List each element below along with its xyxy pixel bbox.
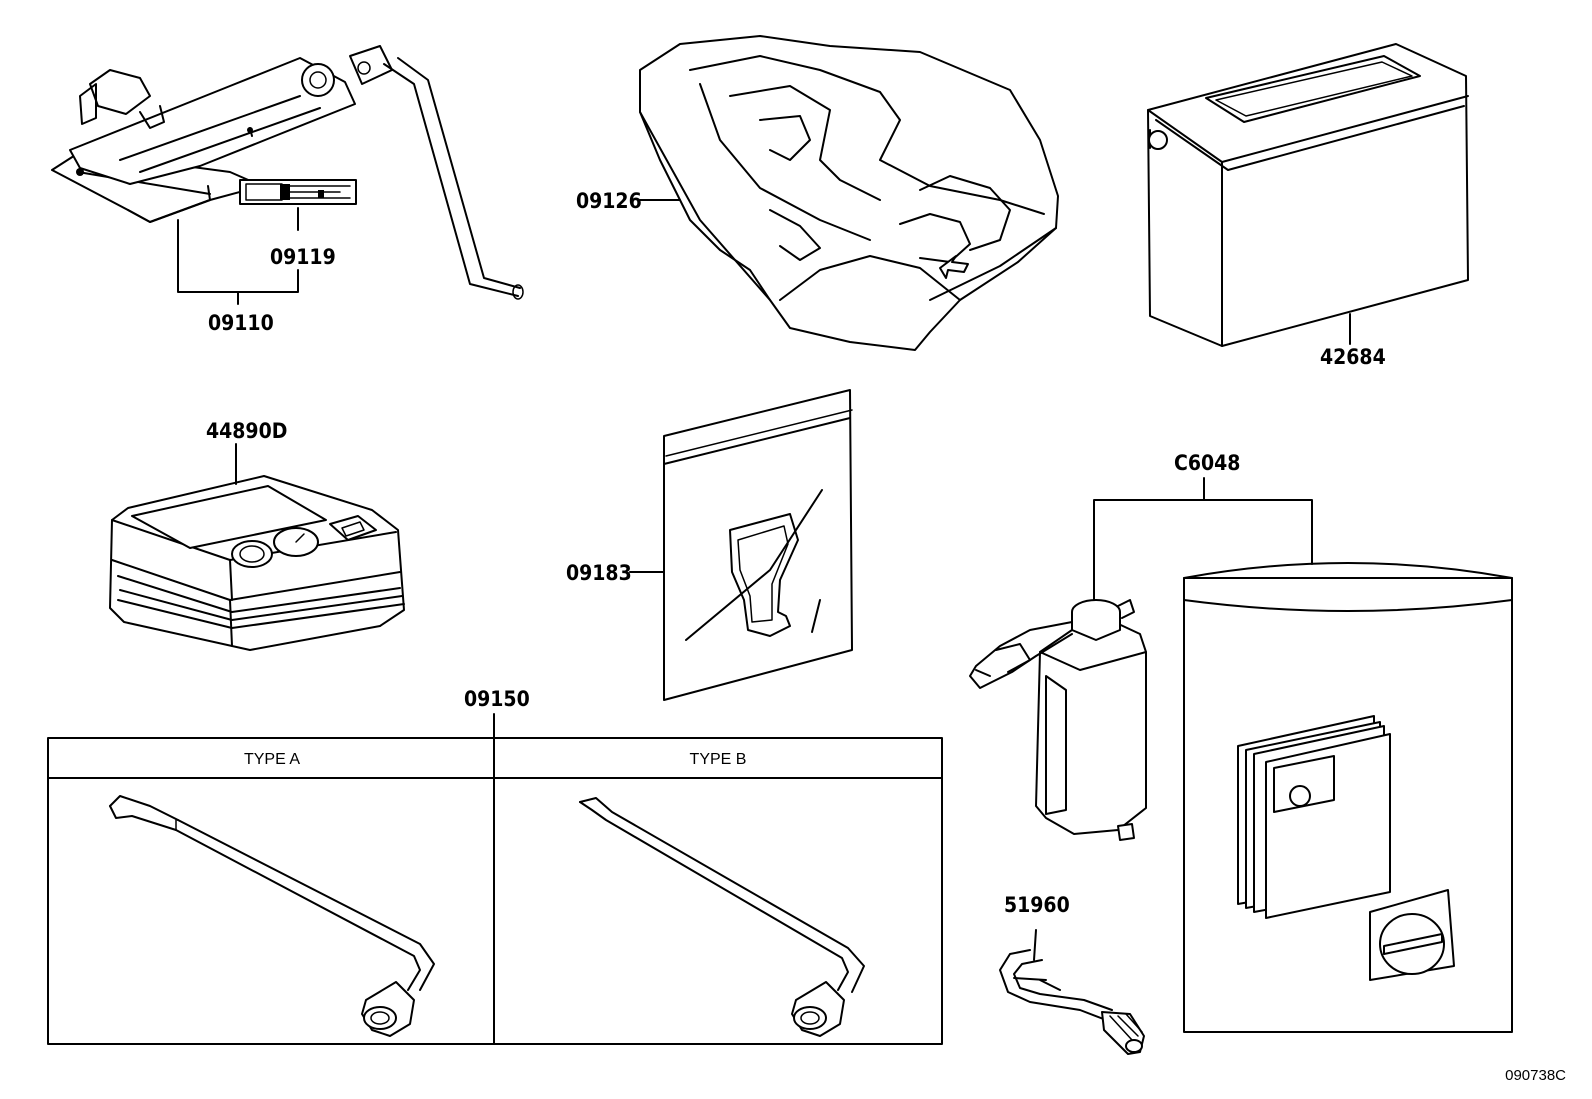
wrench-type-a-illustration	[109, 795, 435, 1037]
callout-09119: 09119	[270, 245, 336, 269]
diagram-reference-code: 090738C	[1505, 1067, 1566, 1084]
tool-bag-illustration	[1147, 43, 1469, 347]
wrench-type-table: TYPE A TYPE B	[47, 737, 943, 1045]
callout-09110: 09110	[208, 311, 274, 335]
jack-label-sticker	[239, 179, 357, 205]
callout-51960: 51960	[1004, 893, 1070, 917]
jack-illustration	[51, 45, 524, 300]
wrench-type-b-illustration	[579, 797, 865, 1037]
callout-09126: 09126	[576, 189, 642, 213]
callout-09150: 09150	[464, 687, 530, 711]
compressor-illustration	[109, 475, 405, 651]
jack-tray-illustration	[639, 35, 1059, 351]
kit-bag-illustration	[1183, 562, 1513, 1033]
callout-42684: 42684	[1320, 345, 1386, 369]
handle-bag-illustration	[663, 389, 853, 701]
callout-C6048: C6048	[1174, 451, 1240, 475]
hose-illustration	[999, 929, 1145, 1055]
sealant-bottle-illustration	[969, 599, 1147, 841]
type-b-header: TYPE B	[690, 751, 747, 768]
type-a-header: TYPE A	[244, 751, 300, 768]
callout-09183: 09183	[566, 561, 632, 585]
callout-44890D: 44890D	[206, 419, 287, 443]
